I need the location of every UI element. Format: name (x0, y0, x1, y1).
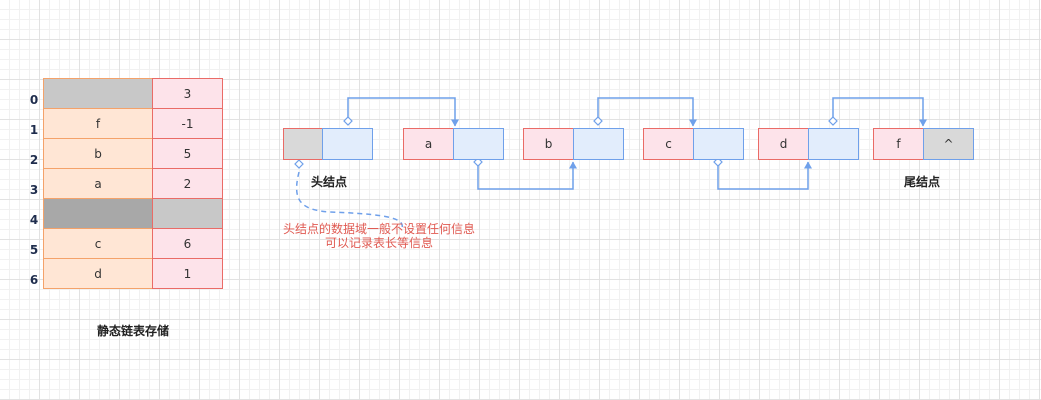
diamond-start (473, 157, 483, 167)
arrow-d-to-f (832, 97, 927, 127)
node-c-next (693, 128, 744, 160)
node-b-data: b (523, 128, 574, 160)
arrow-a-to-b (477, 161, 577, 190)
table-data-cell: d (43, 258, 153, 289)
node-a-data: a (403, 128, 454, 160)
tail-node-label: 尾结点 (904, 175, 941, 189)
node-d-data: d (758, 128, 809, 160)
row-index: 4 (29, 213, 39, 227)
table-data-cell (43, 198, 153, 229)
arrow-head-to-a (347, 97, 459, 127)
diamond-start (713, 157, 723, 167)
row-index: 3 (29, 183, 39, 197)
tail-node-next: ^ (923, 128, 974, 160)
row-index: 5 (29, 243, 39, 257)
diamond-start (294, 159, 304, 169)
head-node-next (322, 128, 373, 160)
diamond-start (343, 116, 353, 126)
table-cursor-cell: 1 (152, 258, 223, 289)
node-a-next (453, 128, 504, 160)
diamond-start (828, 116, 838, 126)
table-data-cell: c (43, 228, 153, 259)
table-caption: 静态链表存储 (97, 324, 170, 338)
tail-node-data: f (873, 128, 924, 160)
note-connector (295, 171, 403, 229)
note-line-1: 头结点的数据域一般不设置任何信息 (282, 222, 475, 236)
head-node-label: 头结点 (311, 175, 348, 189)
table-data-cell: a (43, 168, 153, 199)
table-cursor-cell: 5 (152, 138, 223, 169)
row-index: 1 (29, 123, 39, 137)
row-index: 0 (29, 93, 39, 107)
row-index: 2 (29, 153, 39, 167)
row-index: 6 (29, 273, 39, 287)
diamond-start (593, 116, 603, 126)
table-cursor-cell: 2 (152, 168, 223, 199)
arrow-b-to-c (597, 97, 697, 127)
node-d-next (808, 128, 859, 160)
node-b-next (573, 128, 624, 160)
node-c-data: c (643, 128, 694, 160)
arrow-c-to-d (717, 161, 812, 190)
head-node-note: 头结点的数据域一般不设置任何信息 可以记录表长等信息 (282, 222, 476, 250)
note-line-2: 可以记录表长等信息 (324, 236, 433, 250)
head-node-data (283, 128, 324, 160)
